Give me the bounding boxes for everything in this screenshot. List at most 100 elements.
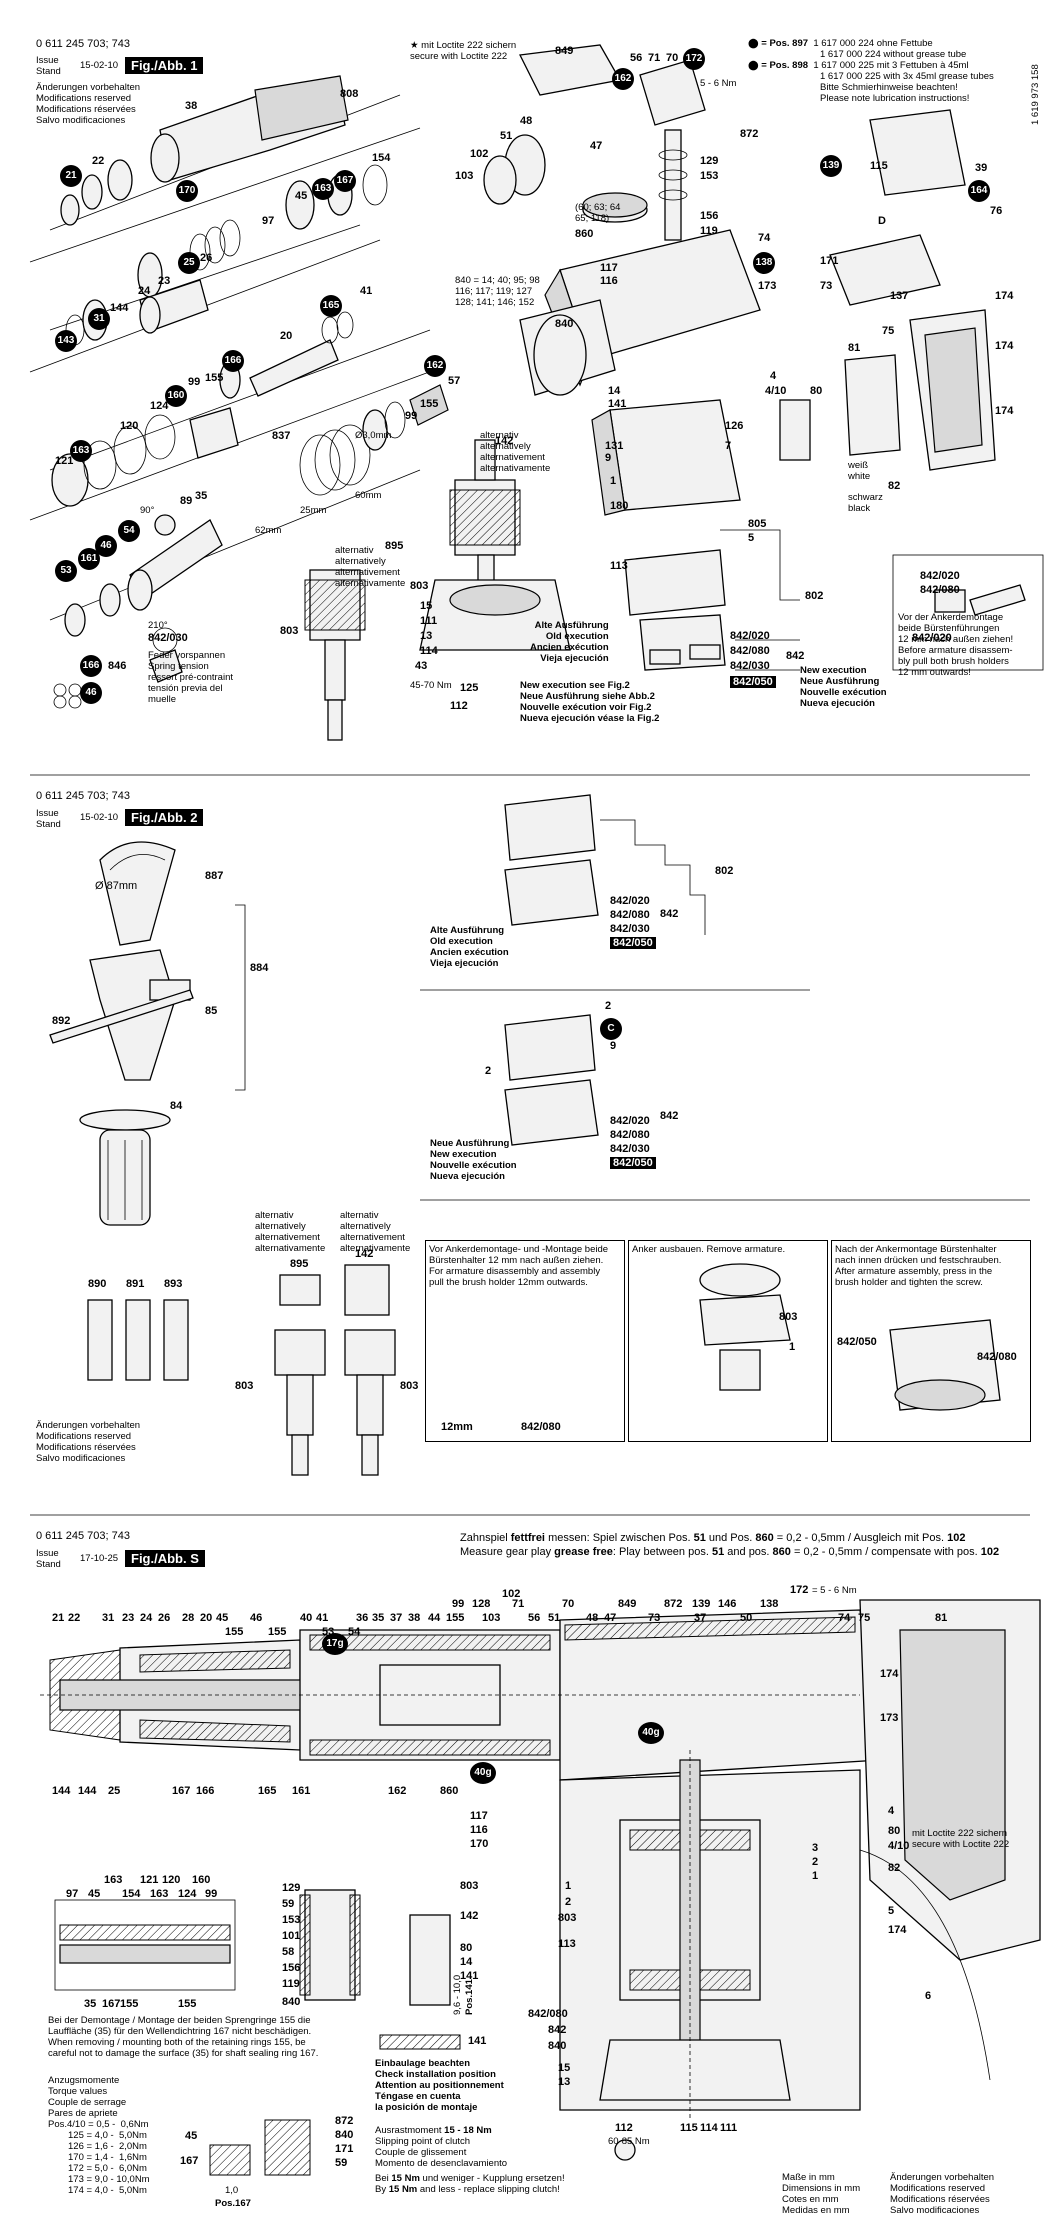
part-label: 84 bbox=[170, 1100, 183, 1112]
part-label: 24 bbox=[140, 1612, 153, 1624]
part-label: 167 bbox=[102, 1998, 121, 2010]
measure-label: 9,6 - 10,0 bbox=[452, 1974, 463, 2015]
part-label: 85 bbox=[205, 1005, 218, 1017]
callout-143: 143 bbox=[55, 330, 77, 352]
part-label: 45 bbox=[185, 2130, 198, 2142]
part-label: 115 bbox=[680, 2122, 698, 2134]
part-label: 803 bbox=[280, 625, 299, 637]
part-label: 113 bbox=[610, 560, 628, 572]
fig2-issue-date: 15-02-10 bbox=[80, 812, 119, 823]
part-label: 121 bbox=[140, 1874, 159, 1886]
part-label: 103 bbox=[482, 1612, 501, 1624]
part-label: 155 bbox=[420, 398, 439, 410]
part-label: 97 bbox=[66, 1888, 79, 1900]
part-label: 75 bbox=[858, 1612, 871, 1624]
part-label: 167 bbox=[180, 2155, 199, 2167]
part-label: 74 bbox=[758, 232, 771, 244]
part-label: 139 bbox=[692, 1598, 711, 1610]
part-label: Pos.167 bbox=[215, 2198, 251, 2209]
part-label: 35 bbox=[195, 490, 208, 502]
callout-165: 165 bbox=[320, 295, 342, 317]
part-label: 5 bbox=[748, 532, 755, 544]
part-label: 842/080 bbox=[610, 909, 650, 921]
part-label: 81 bbox=[935, 1612, 948, 1624]
fig2-title: Fig./Abb. 2 bbox=[125, 809, 204, 826]
part-label: 75 bbox=[882, 325, 895, 337]
part-label: 155 bbox=[225, 1626, 244, 1638]
gear-play-note-de: Zahnspiel fettfrei messen: Spiel zwische… bbox=[460, 1532, 966, 1544]
spring-tension-note: Feder vorspannen Spring tension ressort … bbox=[148, 650, 234, 705]
part-label: 2 bbox=[485, 1065, 492, 1077]
callout-31: 31 bbox=[88, 308, 110, 330]
part-label: 56 bbox=[630, 52, 643, 64]
part-label: 842/050 bbox=[610, 937, 656, 949]
part-label: 155 bbox=[178, 1998, 197, 2010]
part-label: 73 bbox=[820, 280, 833, 292]
part-label: 80 bbox=[810, 385, 823, 397]
part-label: 22 bbox=[68, 1612, 81, 1624]
callout-160: 160 bbox=[165, 385, 187, 407]
part-label: 50 bbox=[740, 1612, 753, 1624]
part-label: 155 bbox=[205, 372, 224, 384]
part-label: 163 bbox=[150, 1888, 169, 1900]
part-label: 48 bbox=[520, 115, 533, 127]
part-label: 142 bbox=[355, 1248, 374, 1260]
demontage-note: Bei der Demontage / Montage der beiden S… bbox=[48, 2015, 319, 2059]
part-label: 805 bbox=[748, 518, 767, 530]
part-label: 840 bbox=[548, 2040, 567, 2052]
part-label: 6 bbox=[925, 1990, 932, 2002]
callout-17g: 17g bbox=[322, 1633, 348, 1655]
part-label: 51 bbox=[548, 1612, 561, 1624]
part-label: 102 bbox=[502, 1588, 521, 1600]
part-label: 840 bbox=[282, 1996, 301, 2008]
part-label: 126 bbox=[725, 420, 744, 432]
part-label: 153 bbox=[282, 1914, 301, 1926]
fig2-part-number: 0 611 245 703; 743 bbox=[36, 790, 130, 802]
part-label: 163 bbox=[104, 1874, 123, 1886]
part-label: 842 bbox=[548, 2024, 567, 2036]
callout-46: 46 bbox=[95, 535, 117, 557]
part-label: 144 bbox=[78, 1785, 97, 1797]
part-label: 893 bbox=[164, 1278, 183, 1290]
part-label: 180 bbox=[610, 500, 629, 512]
part-label: 117 bbox=[600, 262, 618, 274]
diameter-label: Ø 87mm bbox=[95, 880, 138, 892]
grease-tube-bullet-icon: ⬤ bbox=[748, 60, 759, 71]
part-label: 41 bbox=[360, 285, 373, 297]
part-label: 15 bbox=[420, 600, 433, 612]
figS-stand-label: Stand bbox=[36, 1559, 61, 1570]
part-label: 120 bbox=[162, 1874, 181, 1886]
fig1-drawing bbox=[29, 44, 1044, 741]
part-label: 71 bbox=[648, 52, 661, 64]
part-label: 115 bbox=[870, 160, 888, 172]
part-label: 842/020 bbox=[610, 895, 650, 907]
part-label: 144 bbox=[52, 1785, 71, 1797]
part-label: 849 bbox=[618, 1598, 637, 1610]
part-label: 112 bbox=[615, 2122, 633, 2134]
part-label: 101 bbox=[282, 1930, 301, 1942]
part-label: 81 bbox=[848, 342, 861, 354]
callout-40g-b: 40g bbox=[470, 1762, 496, 1784]
part-label: 38 bbox=[185, 100, 198, 112]
part-label: 112 bbox=[450, 700, 468, 712]
star-icon: ★ bbox=[410, 40, 419, 51]
part-label: 14 bbox=[460, 1956, 473, 1968]
part-label: 4/10 bbox=[888, 1840, 910, 1852]
fig1-part-number: 0 611 245 703; 743 bbox=[36, 38, 130, 50]
part-label: 887 bbox=[205, 870, 224, 882]
callout-161: 161 bbox=[78, 548, 100, 570]
part-label: 803 bbox=[460, 1880, 479, 1892]
part-label: 166 bbox=[196, 1785, 215, 1797]
part-label: 36 bbox=[356, 1612, 369, 1624]
part-label: 144 bbox=[110, 302, 129, 314]
part-label: 70 bbox=[562, 1598, 575, 1610]
